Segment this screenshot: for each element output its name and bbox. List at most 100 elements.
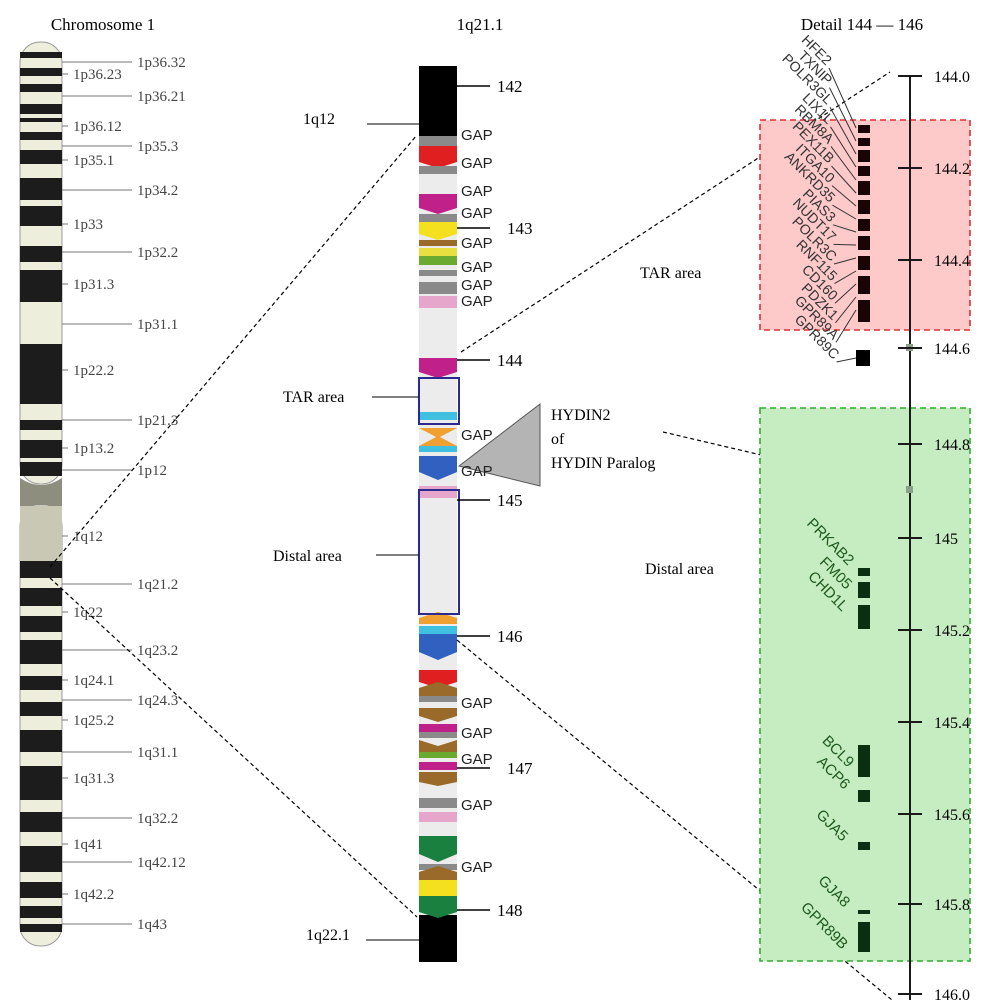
q-band-label: 1q25.2 xyxy=(73,713,114,729)
segment xyxy=(419,446,457,452)
gene-block-gpr89 xyxy=(856,350,870,366)
gene-leader xyxy=(833,257,857,265)
axis-tick-label: 144.2 xyxy=(934,161,970,178)
band-bottom-label: 1q22.1 xyxy=(306,927,350,944)
distal-gene-blocks xyxy=(858,568,870,952)
header-region: 1q21.1 xyxy=(457,15,504,34)
dark-band xyxy=(20,846,62,872)
dark-band xyxy=(20,924,62,932)
dark-band xyxy=(20,730,62,752)
dark-band xyxy=(20,906,62,918)
position-tick-label: 142 xyxy=(497,77,523,96)
dark-band xyxy=(20,52,62,58)
dark-band xyxy=(20,132,62,140)
segment xyxy=(419,626,457,634)
q-band-label: 1q12 xyxy=(73,529,103,545)
dark-band xyxy=(20,270,62,302)
segment xyxy=(419,436,457,446)
segment xyxy=(419,880,457,896)
dark-band xyxy=(20,440,62,458)
segment xyxy=(419,486,457,498)
q-band-label: 1q24.3 xyxy=(137,693,178,709)
gene-block xyxy=(858,842,870,850)
dark-band xyxy=(20,561,62,578)
tar-area-outline xyxy=(418,377,460,425)
dark-band xyxy=(20,812,62,832)
q-band-label: 1q43 xyxy=(137,917,167,933)
detail-axis-ticks: 144.0144.2144.4144.6144.8145145.2145.414… xyxy=(898,69,970,1004)
segment xyxy=(419,812,457,822)
dark-band xyxy=(20,150,62,164)
zoom-line-lower xyxy=(49,577,418,918)
segment xyxy=(419,708,457,722)
segment xyxy=(419,248,457,256)
p-band-label: 1p36.32 xyxy=(137,55,186,71)
segment xyxy=(419,836,457,862)
gene-block xyxy=(858,922,870,952)
gap-label: GAP xyxy=(461,183,493,200)
detail-distal-label: Distal area xyxy=(645,561,714,578)
axis-tick-label: 145.6 xyxy=(934,807,970,824)
segment xyxy=(419,456,457,480)
gap-label: GAP xyxy=(461,259,493,276)
gene-leader xyxy=(829,87,857,142)
segment xyxy=(419,896,457,918)
segment xyxy=(419,682,457,696)
gene-leader xyxy=(831,165,857,194)
gap-label: GAP xyxy=(461,127,493,144)
distal-area-outline xyxy=(418,489,460,615)
chromosome-1-ideogram xyxy=(19,41,63,947)
segment xyxy=(419,724,457,732)
q-band-label: 1q42.2 xyxy=(73,887,114,903)
segment xyxy=(419,358,457,378)
q-band-label: 1q24.1 xyxy=(73,673,114,689)
dark-band xyxy=(20,68,62,76)
gene-block xyxy=(858,166,870,176)
dark-band xyxy=(20,344,62,404)
segment xyxy=(419,214,457,222)
gene-leader xyxy=(835,309,857,343)
q-arm-dark-bands xyxy=(20,561,62,932)
axis-tick-label: 144.0 xyxy=(934,69,970,86)
zoom-line-detail-upper xyxy=(460,71,891,353)
gap-label: GAP xyxy=(461,859,493,876)
q-band-label: 1q41 xyxy=(73,837,103,853)
dark-band xyxy=(20,118,62,122)
tar-gene-blocks xyxy=(856,125,870,366)
q-band-label: 1q31.3 xyxy=(73,771,114,787)
gene-block xyxy=(858,200,870,214)
gene-block xyxy=(858,568,870,576)
gap-label: GAP xyxy=(461,205,493,222)
region-tar-label: TAR area xyxy=(283,389,344,406)
gene-leader xyxy=(834,270,857,285)
gap-label: GAP xyxy=(461,463,493,480)
segment xyxy=(419,634,457,660)
position-tick-label: 145 xyxy=(497,491,523,510)
dark-band xyxy=(20,588,62,606)
gene-block xyxy=(858,181,870,195)
segment xyxy=(419,428,457,438)
detail-tar-label: TAR area xyxy=(640,265,701,282)
gene-leader xyxy=(830,126,857,168)
gene-leader xyxy=(836,357,857,363)
dark-band xyxy=(20,462,62,476)
gene-block xyxy=(858,125,870,133)
axis-marker-hydin xyxy=(906,486,913,493)
dark-band xyxy=(20,178,62,200)
p-band-label: 1p35.3 xyxy=(137,139,178,155)
p-band-label: 1p33 xyxy=(73,217,103,233)
gene-block xyxy=(858,745,870,777)
segment xyxy=(419,772,457,786)
gene-block xyxy=(858,582,870,598)
gene-block xyxy=(858,219,870,231)
hydin-label-line-3: HYDIN Paralog xyxy=(551,455,655,472)
axis-tick-label: 145.8 xyxy=(934,897,970,914)
region-top-black xyxy=(419,66,457,136)
position-tick-label: 146 xyxy=(497,627,523,646)
gene-leader xyxy=(828,67,857,129)
hydin-wedge xyxy=(457,402,541,487)
gene-block xyxy=(858,138,870,146)
gene-leader xyxy=(832,224,857,233)
segment xyxy=(419,740,457,752)
